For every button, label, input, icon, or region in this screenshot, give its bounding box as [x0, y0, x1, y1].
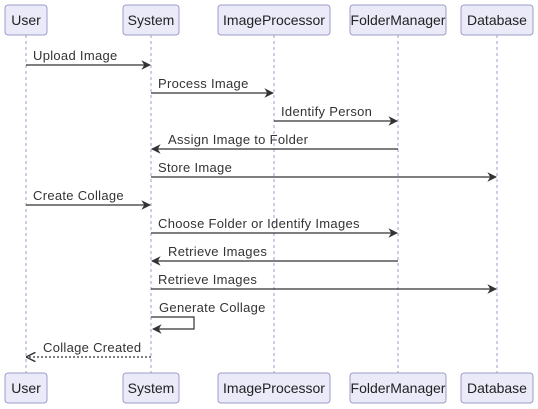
message: Identify Person: [274, 104, 398, 126]
message: Retrieve Images: [151, 272, 497, 294]
actor-label: ImageProcessor: [223, 380, 325, 396]
message: Store Image: [151, 160, 497, 182]
actor-box: [217, 372, 331, 404]
actor-box: [460, 372, 534, 404]
message-label: Store Image: [158, 160, 232, 175]
message-label: Assign Image to Folder: [168, 132, 309, 147]
actor-user-bottom: User: [4, 372, 48, 404]
actor-label: ImageProcessor: [223, 12, 325, 28]
actor-box: [122, 372, 180, 404]
actor-label: User: [11, 380, 41, 396]
actor-imageprocessor-top: ImageProcessor: [217, 4, 331, 36]
actor-box: [122, 4, 180, 36]
message-label: Upload Image: [33, 48, 118, 63]
message-label: Retrieve Images: [168, 244, 267, 259]
actor-box: [349, 4, 447, 36]
message-label: Retrieve Images: [158, 272, 257, 287]
message-label: Choose Folder or Identify Images: [158, 216, 360, 231]
message: Generate Collage: [151, 300, 266, 334]
message: Collage Created: [27, 340, 151, 357]
actor-box: [4, 4, 48, 36]
actor-label: FolderManager: [351, 12, 446, 28]
actor-label: User: [11, 12, 41, 28]
message: Choose Folder or Identify Images: [151, 216, 398, 238]
actor-box: [349, 372, 447, 404]
message: Retrieve Images: [151, 244, 398, 266]
actor-box: [217, 4, 331, 36]
actor-system-bottom: System: [122, 372, 180, 404]
actor-label: System: [128, 12, 175, 28]
actor-database-top: Database: [460, 4, 534, 36]
actor-label: FolderManager: [351, 380, 446, 396]
message-label: Identify Person: [281, 104, 372, 119]
actor-box: [460, 4, 534, 36]
actor-system-top: System: [122, 4, 180, 36]
message: Upload Image: [26, 48, 151, 70]
message-label: Create Collage: [33, 188, 124, 203]
actor-label: Database: [467, 12, 527, 28]
actor-label: Database: [467, 380, 527, 396]
actor-database-bottom: Database: [460, 372, 534, 404]
message: Create Collage: [26, 188, 151, 210]
message-label: Collage Created: [43, 340, 141, 355]
self-message-arrow: [151, 316, 195, 334]
actor-foldermanager-top: FolderManager: [349, 4, 447, 36]
actor-label: System: [128, 380, 175, 396]
message-label: Process Image: [158, 76, 249, 91]
actor-foldermanager-bottom: FolderManager: [349, 372, 447, 404]
actor-box: [4, 372, 48, 404]
message: Assign Image to Folder: [151, 132, 398, 154]
message-label: Generate Collage: [159, 300, 266, 315]
actor-user-top: User: [4, 4, 48, 36]
actor-imageprocessor-bottom: ImageProcessor: [217, 372, 331, 404]
message: Process Image: [151, 76, 274, 98]
